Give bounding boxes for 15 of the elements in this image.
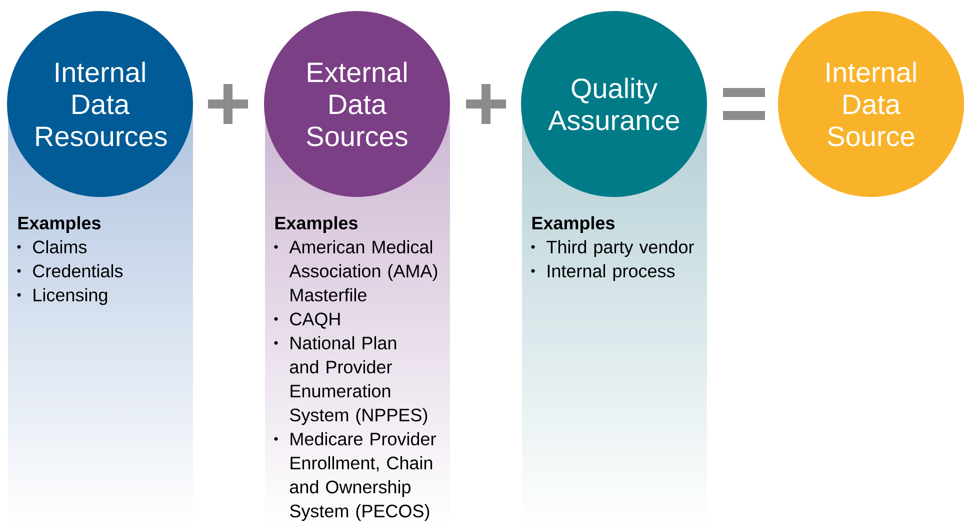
- node-label: Examples: [532, 216, 615, 233]
- node-label: CAQH: [290, 312, 340, 329]
- node-label: Third party vendor: [546, 240, 694, 257]
- node-label: Examples: [18, 216, 101, 233]
- example-column: Examples American Medical Association (AMA) Masterfile CAQH National Plan and Provider Enumeration System (NPPES) Medicare Provider Enrollment, Chain and Ownership System (PECOS): [274, 216, 438, 521]
- node-label: National Plan and Provider Enumeration System (NPPES): [290, 336, 428, 425]
- node-label: Medicare Provider Enrollment, Chain and Ownership System (PECOS): [290, 432, 436, 521]
- example-column: Examples Claims Credentials Licensing: [17, 216, 123, 305]
- example-column: Examples Third party vendor Internal process: [531, 216, 694, 281]
- node-label: Licensing: [34, 288, 108, 305]
- node-label: Credentials: [33, 264, 123, 278]
- node-label: Internal process: [548, 264, 675, 281]
- node-label: American Medical Association (AMA) Masterfile: [289, 240, 438, 302]
- node-label: Claims: [33, 240, 87, 254]
- node-label: Examples: [275, 216, 358, 233]
